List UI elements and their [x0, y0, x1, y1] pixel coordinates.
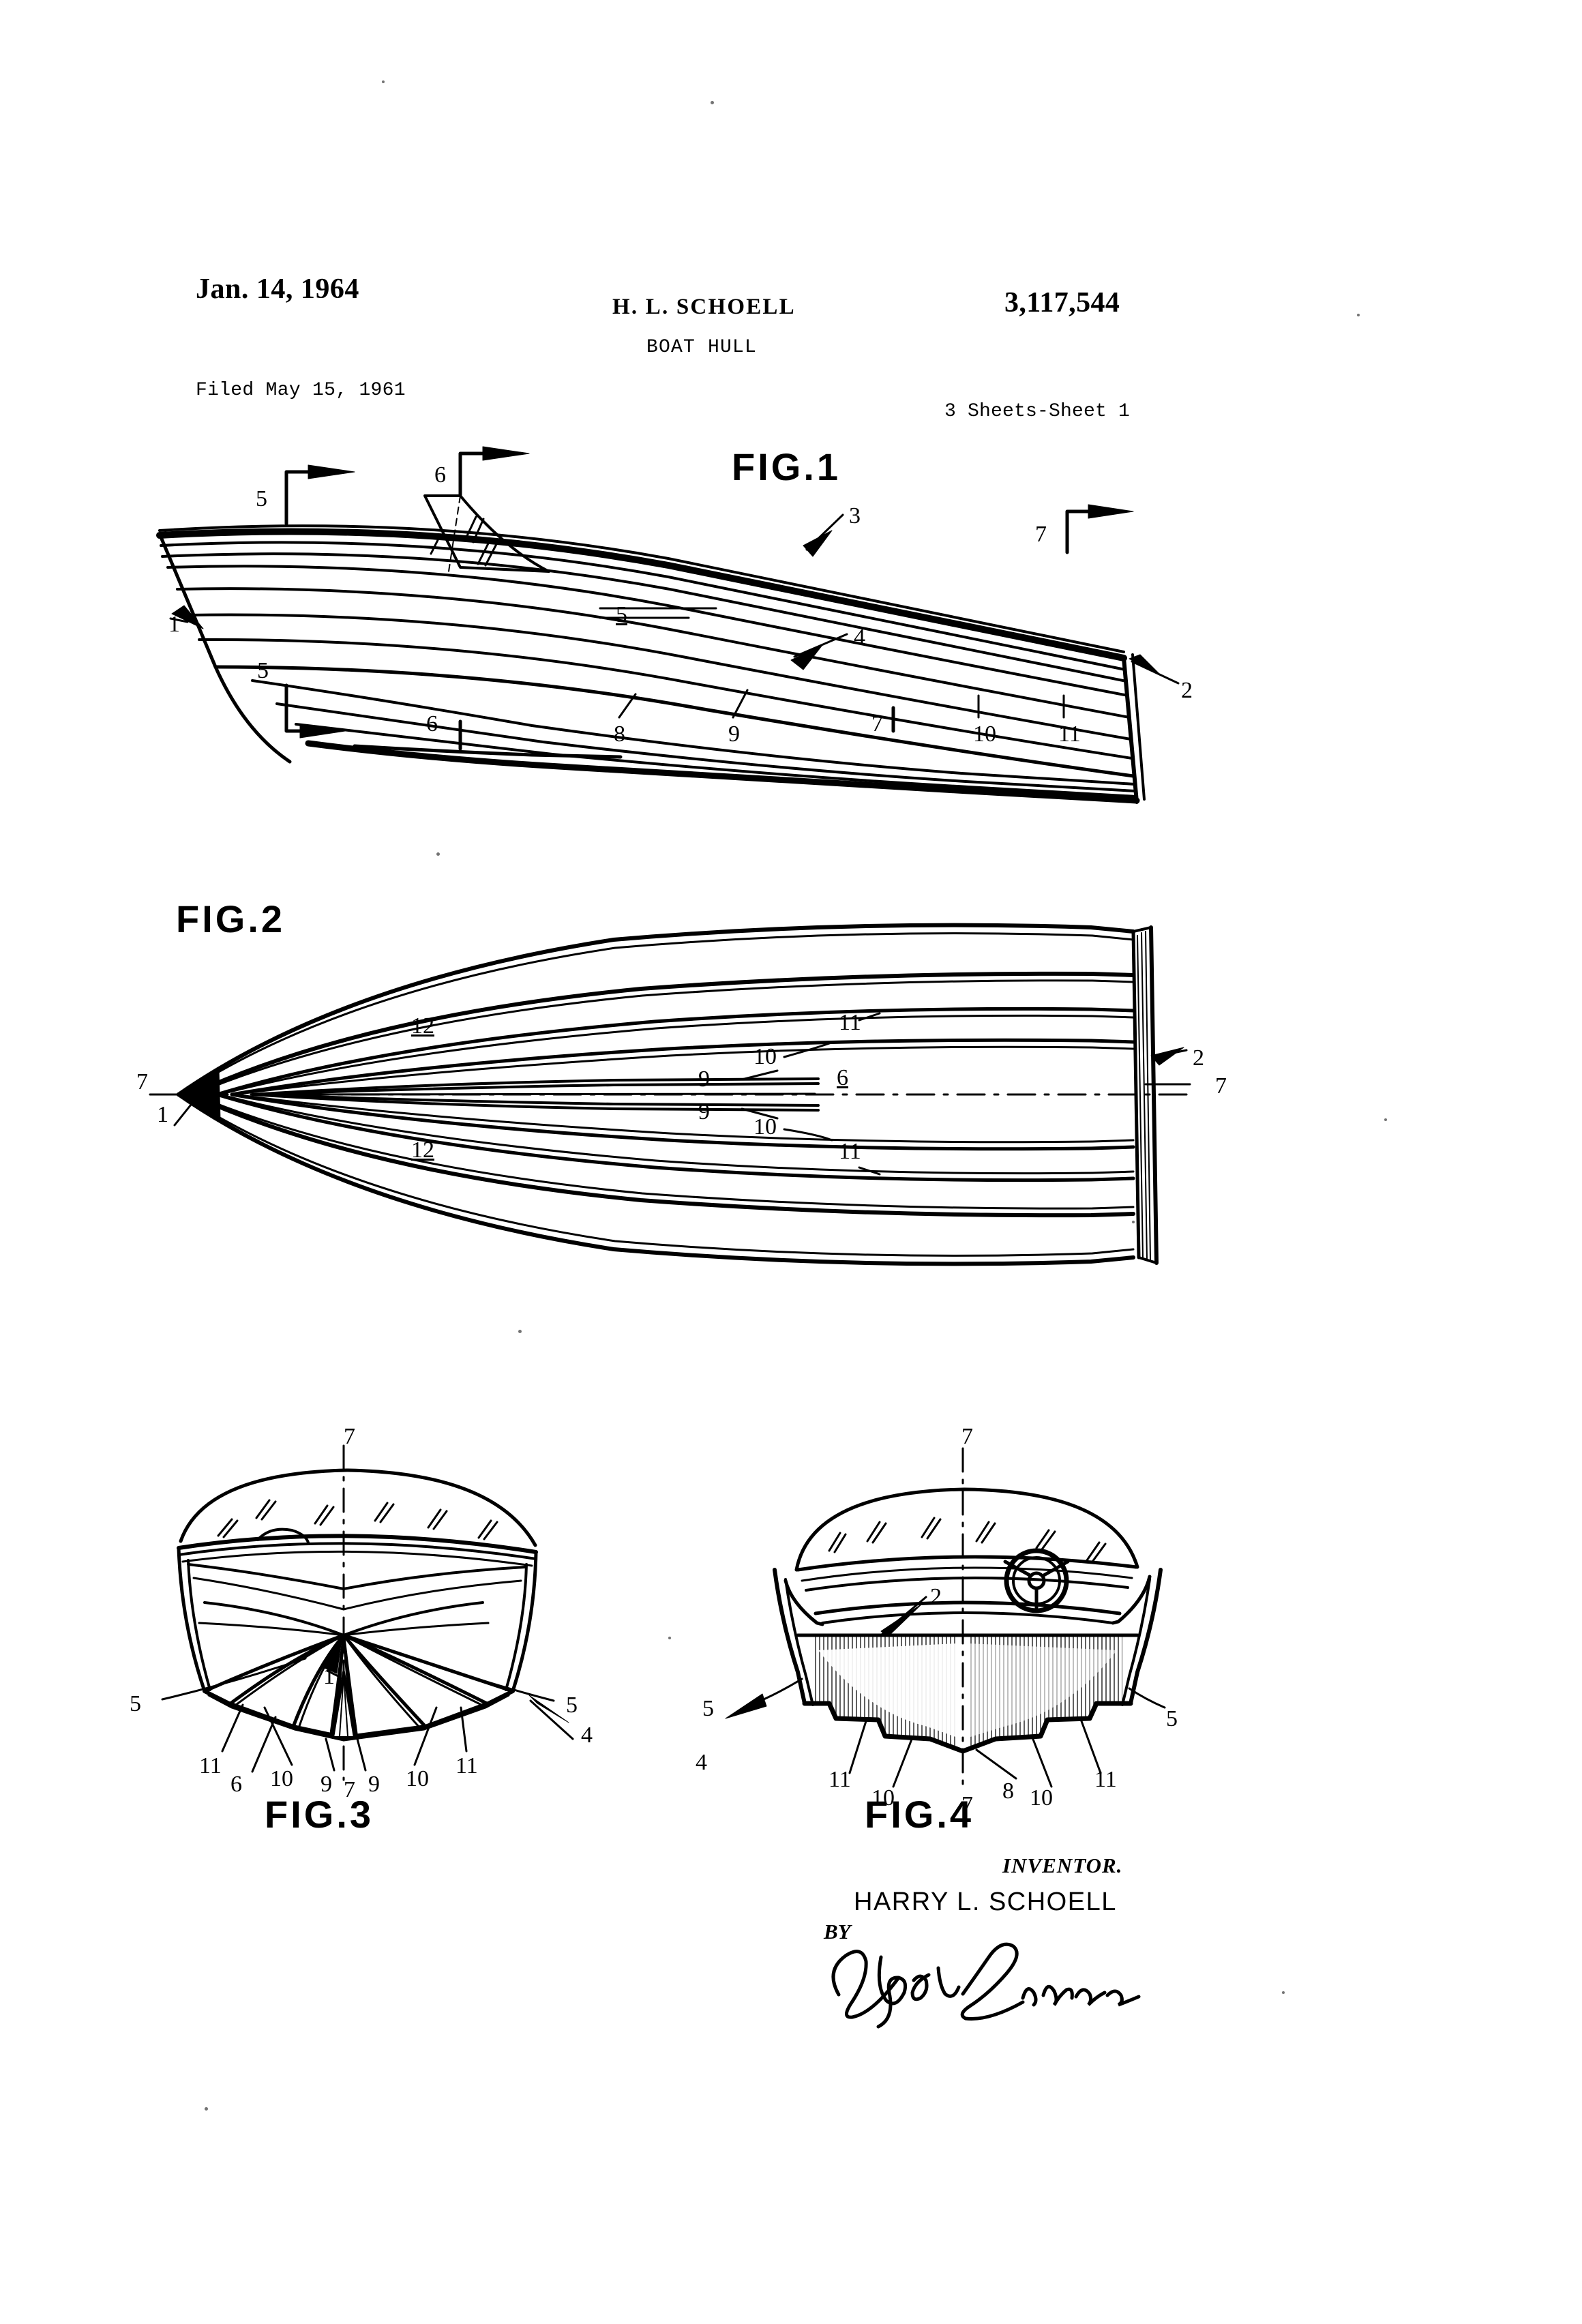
reference-numeral-7: 7 [1215, 1073, 1227, 1099]
figure-2-title: FIG.2 [176, 897, 286, 940]
reference-numeral-10: 10 [270, 1766, 293, 1791]
reference-numeral-2: 2 [1193, 1045, 1204, 1071]
reference-numeral-5: 5 [702, 1696, 714, 1721]
reference-numeral-7: 7 [136, 1069, 148, 1094]
reference-numeral-8: 8 [1002, 1778, 1014, 1804]
reference-numeral-12: 12 [411, 1013, 434, 1039]
reference-numeral-10: 10 [1030, 1785, 1053, 1811]
reference-numeral-9: 9 [368, 1772, 380, 1797]
reference-numeral-9: 9 [698, 1099, 710, 1124]
reference-numeral-11: 11 [456, 1753, 478, 1778]
reference-numeral-6: 6 [837, 1065, 848, 1090]
reference-numeral-5: 5 [616, 602, 627, 627]
invention-title: BOAT HULL [646, 337, 758, 358]
reference-numeral-10: 10 [871, 1785, 895, 1811]
figure-1-title: FIG.1 [732, 445, 841, 488]
reference-numeral-11: 11 [839, 1139, 861, 1164]
reference-numeral-7: 7 [344, 1424, 355, 1449]
reference-numeral-10: 10 [753, 1044, 777, 1069]
sheet-number: 3 Sheets-Sheet 1 [944, 401, 1131, 422]
filing-date: Filed May 15, 1961 [196, 380, 406, 401]
reference-numeral-7: 7 [1035, 522, 1047, 547]
figure-1-drawing: 5 6 3 7 1 5 4 2 5 6 8 9 7 10 11 [150, 423, 1214, 805]
reference-numeral-6: 6 [434, 462, 446, 488]
patent-number: 3,117,544 [1004, 287, 1120, 318]
reference-numeral-4: 4 [581, 1723, 593, 1748]
reference-numeral-9: 9 [728, 721, 740, 747]
reference-numeral-3: 3 [849, 503, 861, 528]
reference-numeral-2: 2 [930, 1584, 942, 1609]
reference-numeral-10: 10 [406, 1766, 429, 1791]
reference-numeral-11: 11 [199, 1753, 222, 1778]
figure-4-drawing: 7 2 5 5 4 11 10 8 7 10 11 [696, 1418, 1186, 1817]
reference-numeral-5: 5 [256, 486, 267, 511]
reference-numeral-9: 9 [320, 1772, 332, 1797]
reference-numeral-9: 9 [698, 1067, 710, 1092]
reference-numeral-4: 4 [696, 1750, 707, 1775]
inventor-name: HARRY L. SCHOELL [854, 1888, 1117, 1916]
reference-numeral-5: 5 [130, 1691, 141, 1716]
reference-numeral-1: 1 [157, 1102, 168, 1127]
reference-numeral-6: 6 [426, 711, 438, 736]
reference-numeral-5: 5 [1166, 1706, 1178, 1731]
reference-numeral-4: 4 [854, 625, 865, 650]
reference-numeral-7: 7 [961, 1792, 973, 1817]
figure-2-drawing: 12 11 2 10 7 9 6 7 9 1 10 12 11 [136, 887, 1227, 1309]
reference-numeral-7: 7 [961, 1424, 973, 1449]
reference-numeral-11: 11 [829, 1767, 851, 1792]
attorney-signature [831, 1942, 1141, 2029]
figure-2-svg [149, 923, 1191, 1266]
publication-date: Jan. 14, 1964 [196, 273, 359, 305]
reference-numeral-11: 11 [1058, 721, 1081, 747]
reference-numeral-10: 10 [973, 721, 996, 747]
reference-numeral-6: 6 [230, 1772, 242, 1797]
figure-4-title: FIG.4 [865, 1793, 974, 1836]
inventor-word: INVENTOR. [1002, 1853, 1123, 1877]
inventor-header: H. L. SCHOELL [612, 295, 796, 319]
reference-numeral-5: 5 [566, 1693, 578, 1718]
reference-numeral-2: 2 [1181, 678, 1193, 703]
reference-numeral-12: 12 [411, 1137, 434, 1163]
reference-numeral-7: 7 [344, 1777, 355, 1802]
reference-numeral-11: 11 [839, 1010, 861, 1035]
reference-numeral-10: 10 [753, 1114, 777, 1139]
reference-numeral-11: 11 [1094, 1767, 1117, 1792]
figure-3-title: FIG.3 [265, 1793, 374, 1836]
reference-numeral-5: 5 [257, 658, 269, 683]
by-label: BY [824, 1920, 851, 1943]
reference-numeral-1: 1 [323, 1664, 335, 1689]
reference-numeral-1: 1 [168, 612, 180, 637]
reference-numeral-8: 8 [614, 721, 625, 747]
figure-3-svg [161, 1444, 574, 1781]
figure-4-svg [725, 1447, 1166, 1788]
reference-numeral-7: 7 [871, 711, 883, 736]
figure-1-svg [156, 446, 1180, 804]
